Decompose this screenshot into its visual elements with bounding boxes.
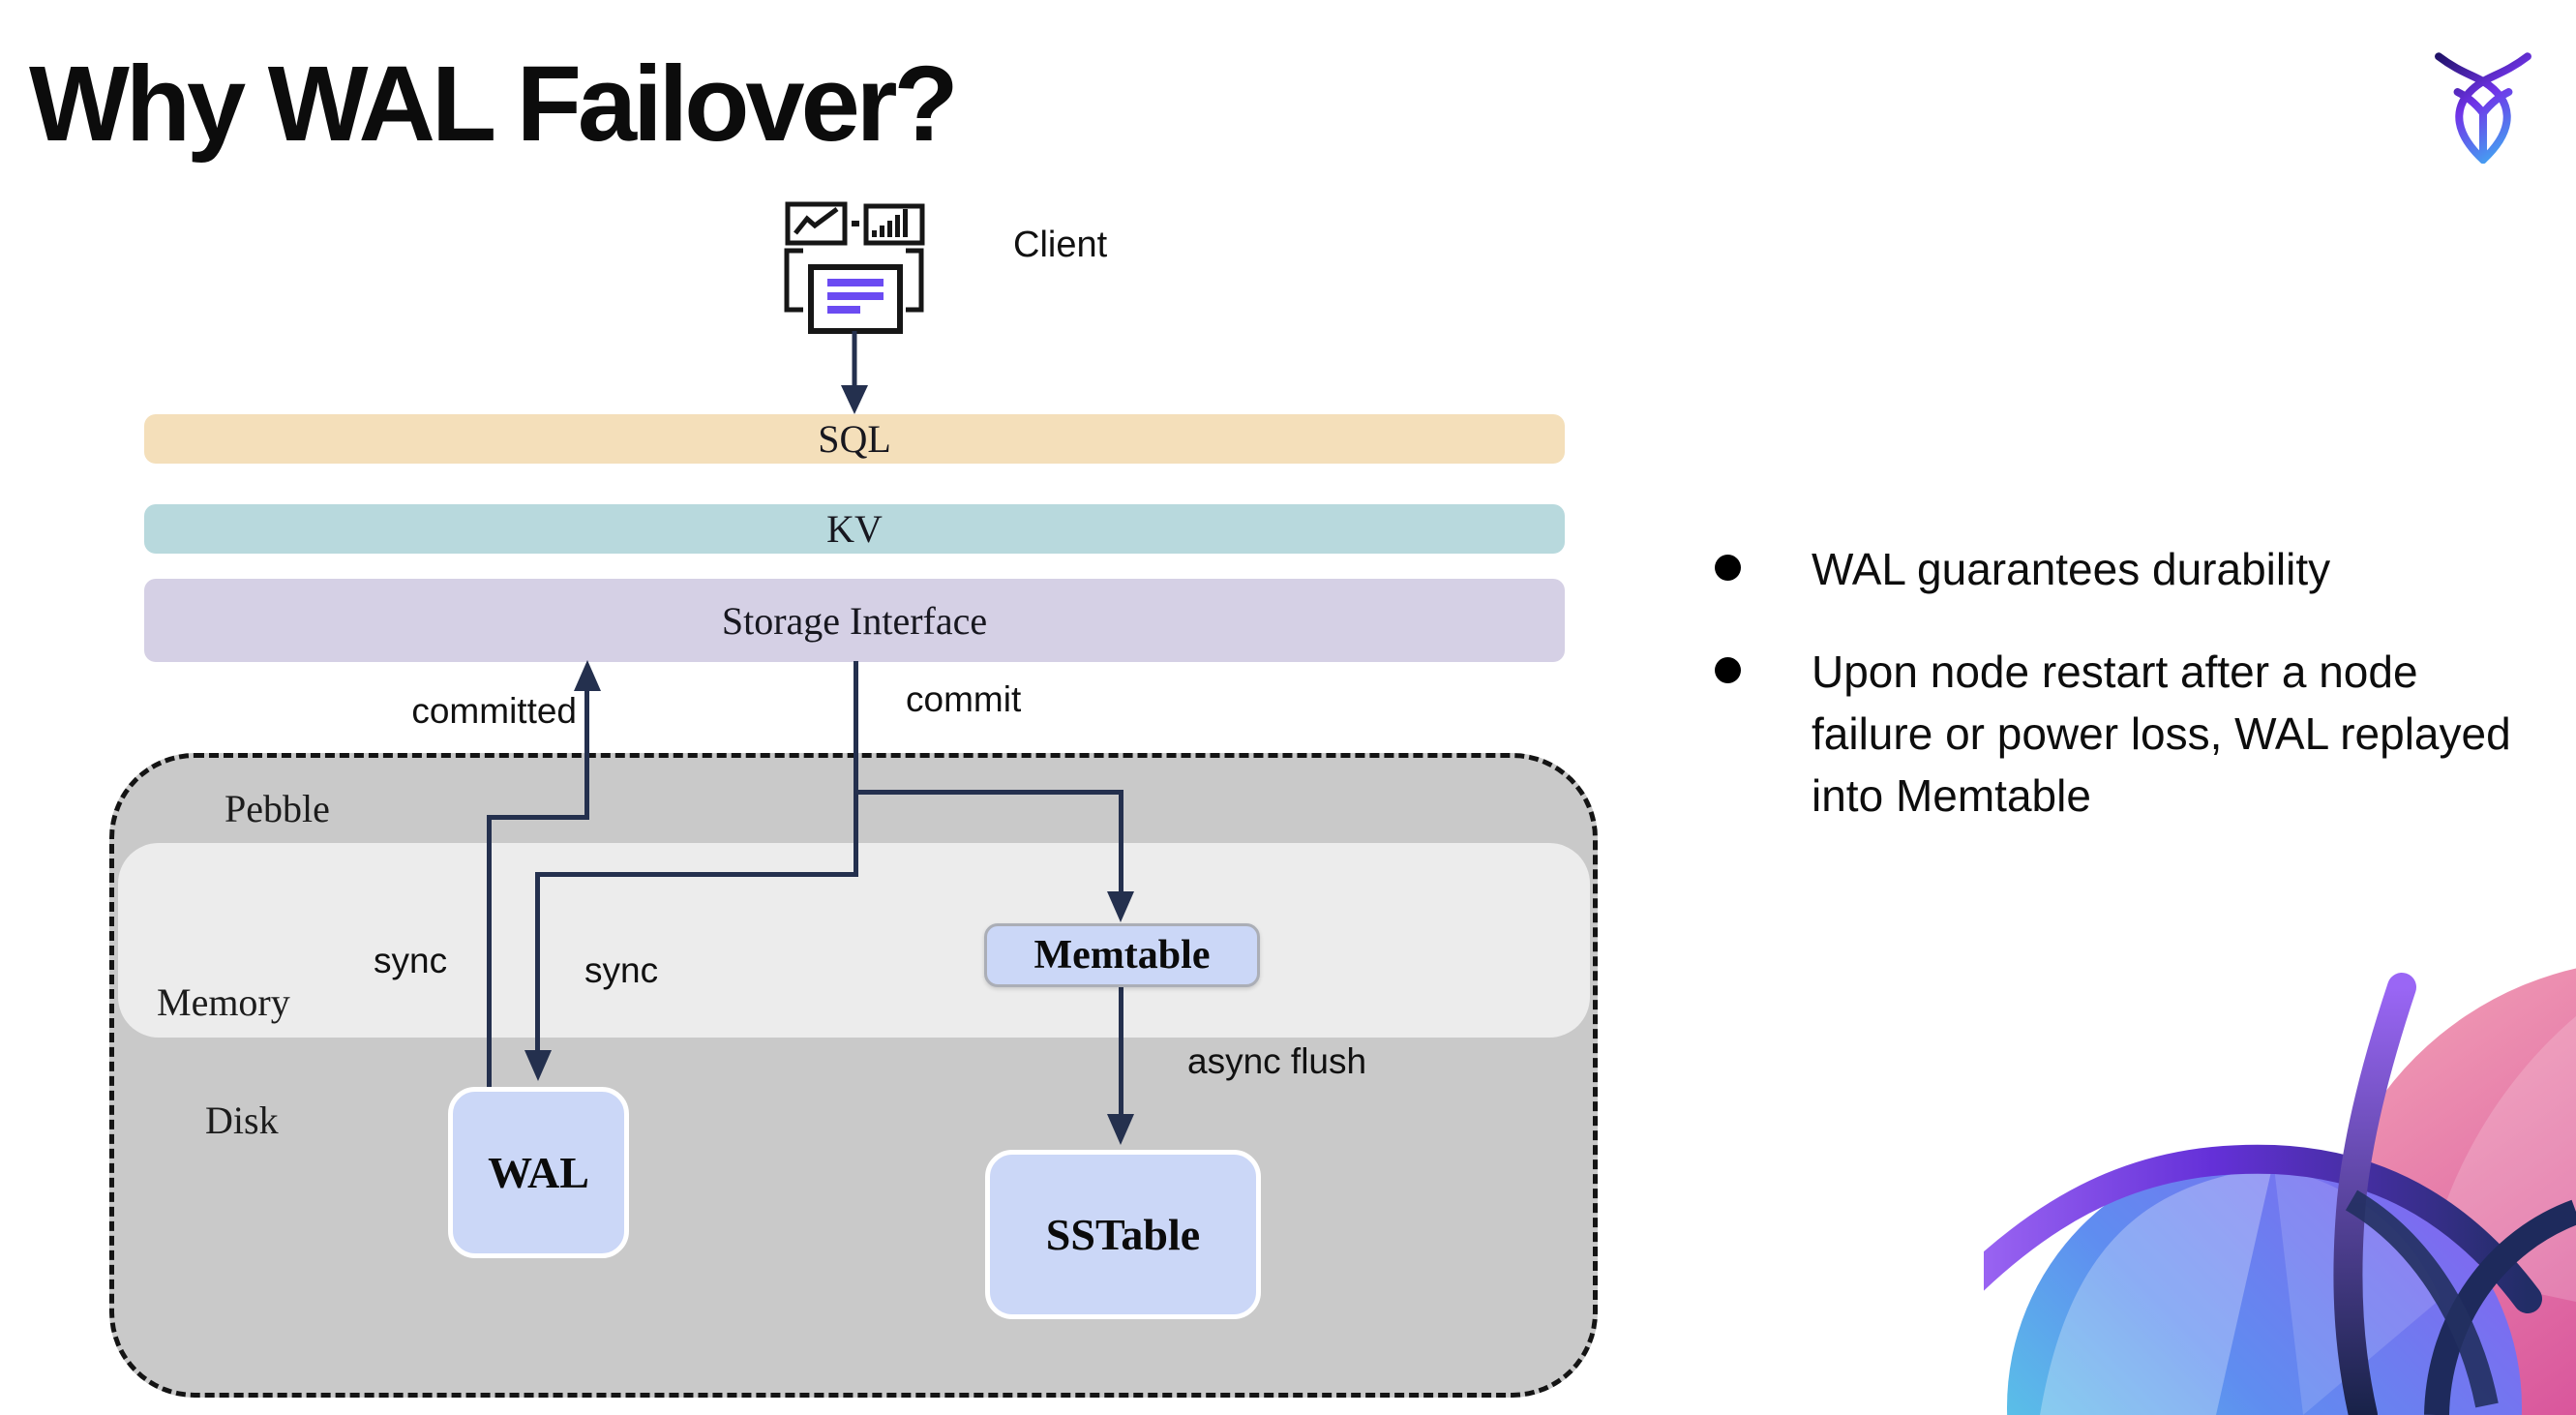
edge-committed-arrowhead — [574, 660, 601, 691]
edge-label-commit: commit — [906, 679, 1022, 719]
wal-node: WAL — [448, 1087, 629, 1258]
edge-committed-vertical — [584, 689, 589, 818]
edge-wal-up-line — [487, 815, 492, 1090]
bullet-item: WAL guarantees durability — [1715, 538, 2532, 600]
edge-memtable-arrowhead — [1107, 891, 1134, 922]
pebble-label: Pebble — [225, 787, 330, 830]
bullet-text-durability: WAL guarantees durability — [1812, 544, 2331, 594]
edge-label-async-flush: async flush — [1187, 1041, 1367, 1081]
edge-async-flush-arrowhead — [1107, 1114, 1134, 1145]
disk-label: Disk — [205, 1099, 279, 1142]
client-terminal-icon — [784, 201, 925, 414]
layer-bar-storage-label: Storage Interface — [721, 598, 988, 643]
memtable-node-label: Memtable — [1033, 933, 1211, 978]
edge-wal-drop — [535, 872, 540, 1051]
edge-memtable-drop — [1119, 790, 1123, 892]
layer-bar-sql: SQL — [144, 414, 1565, 464]
layer-bar-sql-label: SQL — [818, 417, 891, 461]
cockroachdb-logo-icon — [2435, 52, 2531, 165]
edge-label-sync-left: sync — [374, 941, 448, 980]
edge-label-sync-right: sync — [584, 950, 659, 990]
edge-commit-branch-memtable — [854, 790, 1123, 795]
bullet-text-replay: Upon node restart after a node failure o… — [1812, 647, 2511, 821]
edge-wal-arrowhead — [524, 1050, 552, 1081]
memory-label: Memory — [157, 980, 290, 1024]
bullet-dot — [1715, 555, 1741, 581]
sstable-node-label: SSTable — [1045, 1210, 1201, 1259]
edge-committed-elbow — [487, 815, 589, 820]
layer-bar-storage: Storage Interface — [144, 579, 1565, 662]
wal-node-label: WAL — [488, 1148, 589, 1197]
edge-label-committed: committed — [411, 691, 577, 731]
sstable-node: SSTable — [985, 1150, 1261, 1319]
page-title: Why WAL Failover? — [29, 45, 959, 164]
client-label: Client — [1013, 225, 1108, 265]
layer-bar-kv: KV — [144, 504, 1565, 554]
brand-spheres-decoration-icon — [1984, 968, 2576, 1415]
edge-commit-vertical — [854, 661, 858, 877]
edge-async-flush-line — [1119, 987, 1123, 1115]
memtable-node: Memtable — [984, 923, 1260, 987]
bullet-dot — [1715, 657, 1741, 683]
edge-commit-branch-wal — [535, 872, 858, 877]
layer-bar-kv-label: KV — [826, 507, 883, 551]
bullet-item: Upon node restart after a node failure o… — [1715, 641, 2532, 827]
